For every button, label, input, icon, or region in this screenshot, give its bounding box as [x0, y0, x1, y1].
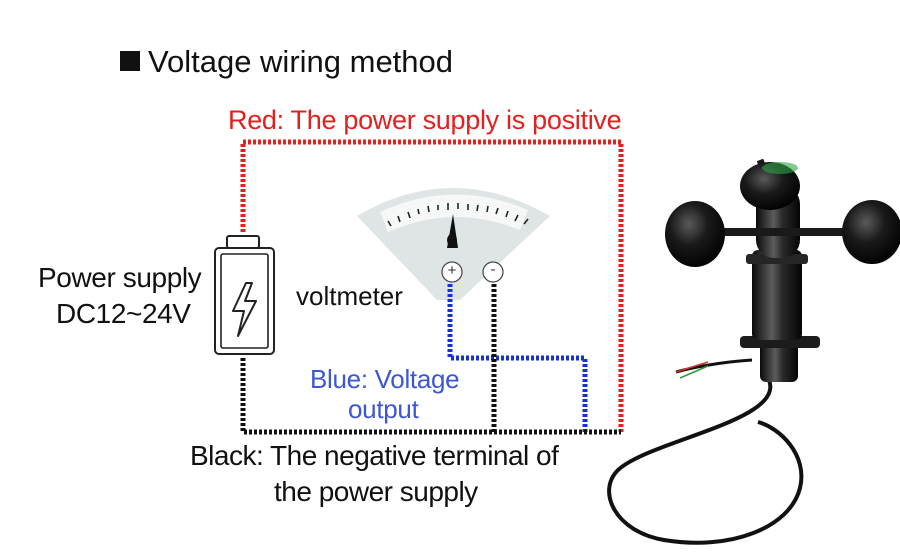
voltmeter-minus-terminal: -	[490, 261, 496, 278]
black-wire-label-line2: the power supply	[274, 476, 478, 507]
black-wire-label: Black: The negative terminal of	[190, 440, 559, 471]
power-supply-voltage: DC12~24V	[56, 298, 191, 329]
square-bullet-icon	[120, 51, 140, 71]
red-positive-wire	[240, 139, 624, 432]
battery-lightning-icon	[214, 235, 275, 355]
black-negative-wire	[240, 284, 621, 435]
power-supply-label: Power supply	[38, 262, 202, 293]
voltmeter-dial-icon	[357, 188, 550, 300]
voltmeter-plus-terminal: +	[447, 262, 457, 279]
blue-wire-label: Blue: Voltage	[310, 364, 460, 394]
red-wire-label: Red: The power supply is positive	[228, 105, 622, 135]
blue-voltage-wire	[447, 284, 588, 432]
voltmeter-label: voltmeter	[296, 281, 403, 311]
cup-anemometer-icon	[607, 158, 900, 545]
blue-wire-label-line2: output	[348, 394, 419, 424]
page-title: Voltage wiring method	[120, 44, 453, 80]
